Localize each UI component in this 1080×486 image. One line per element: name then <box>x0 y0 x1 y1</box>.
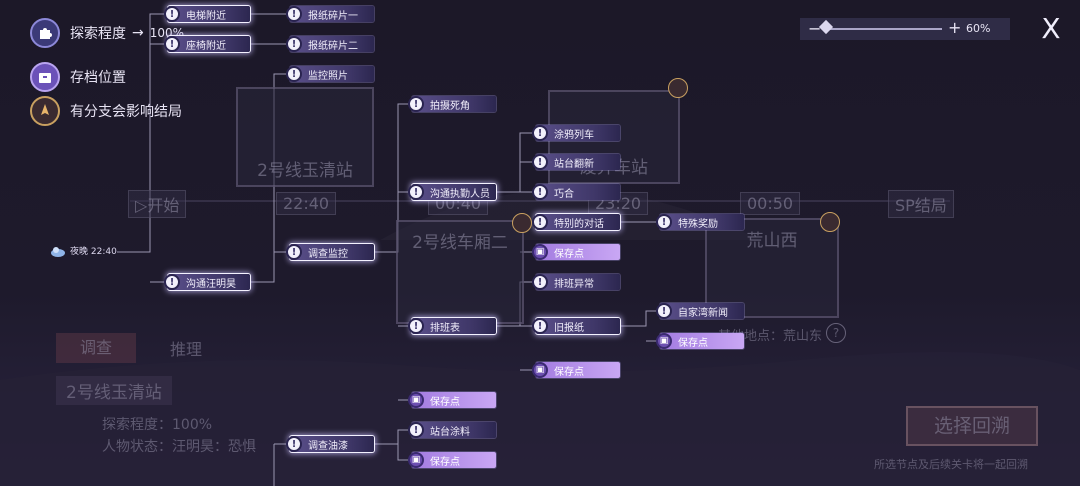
node-check-cctv[interactable]: !调查监控 <box>286 244 374 260</box>
node-platform-paint[interactable]: !站台涂料 <box>408 422 496 438</box>
exclamation-icon: ! <box>656 214 672 230</box>
exclamation-icon: ! <box>408 96 424 112</box>
root-label: 夜晚 22:40 <box>70 247 117 257</box>
node-save-point[interactable]: ▣保存点 <box>408 452 496 468</box>
exclamation-icon: ! <box>656 303 672 319</box>
station-card-huangshan: 荒山西 <box>705 218 839 318</box>
exclamation-icon: ! <box>408 318 424 334</box>
zoom-control: − + 60% <box>800 18 1010 40</box>
tab-investigate[interactable]: 调查 <box>56 333 136 363</box>
zoom-level: 60% <box>966 22 991 35</box>
rewind-hint: 所选节点及后续关卡将一起回溯 <box>874 458 1028 471</box>
exclamation-icon: ! <box>286 36 302 52</box>
close-button[interactable]: X <box>1041 12 1061 45</box>
exclamation-icon: ! <box>532 125 548 141</box>
node-comm-staff[interactable]: !沟通执勤人员 <box>408 184 496 200</box>
node-save-point[interactable]: ▣保存点 <box>656 333 744 349</box>
archive-icon: ▣ <box>408 392 424 408</box>
node-special-talk[interactable]: !特别的对话 <box>532 214 620 230</box>
root-node-night[interactable]: 夜晚 22:40 <box>50 244 117 257</box>
branch-icon <box>668 78 688 98</box>
node-save-point[interactable]: ▣保存点 <box>532 362 620 378</box>
node-special-reward[interactable]: !特殊奖励 <box>656 214 744 230</box>
time-marker: 00:50 <box>740 192 801 215</box>
node-paper-fragment-1[interactable]: !报纸碎片一 <box>286 6 374 22</box>
exclamation-icon: ! <box>532 184 548 200</box>
legend-exploration: 探索程度 → 100% <box>30 18 184 48</box>
node-schedule[interactable]: !排班表 <box>408 318 496 334</box>
exclamation-icon: ! <box>286 244 302 260</box>
branch-icon <box>30 96 60 126</box>
archive-icon: ▣ <box>532 362 548 378</box>
exclamation-icon: ! <box>408 422 424 438</box>
other-location: 其他地点：荒山东 <box>718 329 823 344</box>
puzzle-icon <box>30 18 60 48</box>
select-rewind-button[interactable]: 选择回溯 <box>906 406 1038 446</box>
node-elevator[interactable]: !电梯附近 <box>164 6 250 22</box>
exclamation-icon: ! <box>532 214 548 230</box>
node-save-point[interactable]: ▣保存点 <box>532 244 620 260</box>
exclamation-icon: ! <box>164 36 180 52</box>
exclamation-icon: ! <box>164 274 180 290</box>
node-graffiti-train[interactable]: !涂鸦列车 <box>532 125 620 141</box>
node-old-newspaper[interactable]: !旧报纸 <box>532 318 620 334</box>
cloud-moon-icon <box>51 246 65 257</box>
station-name: 2号线玉清站 <box>257 161 353 181</box>
legend-branch: 有分支会影响结局 <box>30 96 182 126</box>
exclamation-icon: ! <box>164 6 180 22</box>
archive-icon: ▣ <box>656 333 672 349</box>
node-blind-spot[interactable]: !拍摄死角 <box>408 96 496 112</box>
station-card-carriage: 2号线车厢二 <box>396 220 524 324</box>
archive-icon <box>30 62 60 92</box>
node-seat[interactable]: !座椅附近 <box>164 36 250 52</box>
exclamation-icon: ! <box>286 436 302 452</box>
sp-ending-marker: SP结局 <box>888 190 954 218</box>
tab-reasoning[interactable]: 推理 <box>169 340 202 359</box>
exclamation-icon: ! <box>532 318 548 334</box>
node-platform-renovate[interactable]: !站台翻新 <box>532 154 620 170</box>
exclamation-icon: ! <box>286 66 302 82</box>
branch-label: 有分支会影响结局 <box>70 104 182 120</box>
station-name: 荒山西 <box>746 231 798 251</box>
exclamation-icon: ! <box>532 274 548 290</box>
status-line: 人物状态：汪明昊：恐惧 <box>102 439 256 455</box>
branch-icon <box>820 212 840 232</box>
archive-icon: ▣ <box>532 244 548 260</box>
node-check-oil[interactable]: !调查油漆 <box>286 436 374 452</box>
explore-line: 探索程度：100% <box>102 417 213 433</box>
help-icon[interactable]: ? <box>826 323 846 343</box>
legend-archive: 存档位置 <box>30 62 126 92</box>
station-card-yuqing: 2号线玉清站 <box>236 87 374 187</box>
node-coincidence[interactable]: !巧合 <box>532 184 620 200</box>
node-paper-fragment-2[interactable]: !报纸碎片二 <box>286 36 374 52</box>
zoom-slider-track[interactable] <box>822 28 942 30</box>
time-marker: 22:40 <box>276 192 337 215</box>
branch-icon <box>512 213 532 233</box>
arrow-icon: → <box>132 25 144 41</box>
archive-icon: ▣ <box>408 452 424 468</box>
node-home-bay-news[interactable]: !自家湾新闻 <box>656 303 744 319</box>
zoom-plus-button[interactable]: + <box>948 18 962 37</box>
station-name: 2号线车厢二 <box>412 233 508 253</box>
exclamation-icon: ! <box>532 154 548 170</box>
archive-label: 存档位置 <box>70 70 126 86</box>
start-marker: ▷开始 <box>128 190 187 218</box>
exclamation-icon: ! <box>286 6 302 22</box>
node-comm-wang[interactable]: !沟通汪明昊 <box>164 274 250 290</box>
exploration-label: 探索程度 <box>70 26 126 42</box>
exclamation-icon: ! <box>408 184 424 200</box>
node-cctv-photo[interactable]: !监控照片 <box>286 66 374 82</box>
zoom-minus-button[interactable]: − <box>808 19 822 38</box>
node-save-point[interactable]: ▣保存点 <box>408 392 496 408</box>
location-title: 2号线玉清站 <box>56 376 172 405</box>
node-schedule-abnormal[interactable]: !排班异常 <box>532 274 620 290</box>
